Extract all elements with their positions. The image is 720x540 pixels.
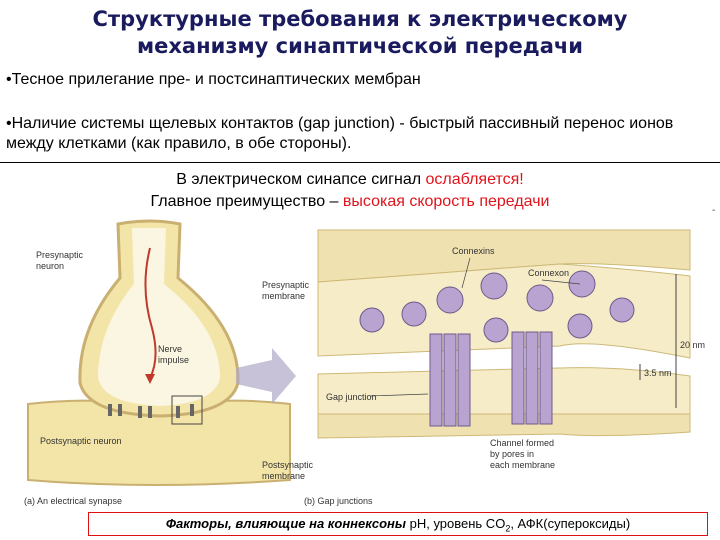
- label-presynaptic-neuron-1: Presynaptic: [36, 250, 84, 260]
- label-total-size: 20 nm: [680, 340, 705, 350]
- label-channel-3: each membrane: [490, 460, 555, 470]
- factors-label: Факторы, влияющие на коннексоны: [165, 516, 406, 531]
- factors-text-rest: , АФК(супероксиды): [510, 516, 631, 531]
- label-gap-junction: Gap junction: [326, 392, 377, 402]
- label-postsynaptic-membrane-1: Postsynaptic: [262, 460, 314, 470]
- zoom-arrow: [236, 348, 296, 404]
- factors-box: Факторы, влияющие на коннексоны pH, уров…: [88, 512, 708, 536]
- stray-mark: -: [712, 205, 716, 216]
- slide-title: Структурные требования к электрическому …: [0, 6, 720, 60]
- title-line-2: механизму синаптической передачи: [136, 34, 584, 58]
- label-connexins: Connexins: [452, 246, 495, 256]
- title-line-1: Структурные требования к электрическому: [92, 7, 628, 31]
- synapse-figure: Presynaptic neuron Nerve impulse Postsyn…: [24, 219, 705, 506]
- statement-1-text: В электрическом синапсе сигнал: [176, 171, 426, 188]
- postsynaptic-membrane: [317, 367, 691, 415]
- connexon-tops: [359, 270, 635, 343]
- leader-connexon: [541, 279, 581, 285]
- panel-b: Connexins Connexon Presynaptic membrane …: [262, 229, 705, 506]
- statement-2-highlight: высокая скорость передачи: [342, 193, 550, 210]
- label-presynaptic-membrane-2: membrane: [262, 291, 305, 301]
- factors-text: pH, уровень CO: [405, 516, 506, 531]
- statement-line-1: В электрическом синапсе сигнал ослабляет…: [0, 170, 700, 190]
- caption-panel-b: (b) Gap junctions: [304, 496, 373, 506]
- bullet-gap-junctions: •Наличие системы щелевых контактов (gap …: [6, 115, 674, 152]
- factors-subscript: 2: [505, 523, 511, 534]
- presynaptic-membrane: [317, 263, 691, 359]
- label-nerve-impulse-2: impulse: [158, 355, 189, 365]
- label-postsynaptic-membrane-2: membrane: [262, 471, 305, 481]
- statement-line-2: Главное преимущество – высокая скорость …: [0, 192, 700, 212]
- label-presynaptic-membrane-1: Presynaptic: [262, 280, 310, 290]
- label-presynaptic-neuron-2: neuron: [36, 261, 64, 271]
- nerve-impulse-arrowhead: [145, 374, 155, 384]
- divider-line: [0, 162, 720, 163]
- leader-gap-junction: [369, 393, 429, 397]
- connexon-channels: [429, 331, 553, 427]
- statement-2-text: Главное преимущество –: [150, 193, 343, 210]
- leader-connexins: [461, 257, 471, 289]
- postsynaptic-membrane-bottom: [317, 413, 691, 439]
- label-postsynaptic-neuron: Postsynaptic neuron: [40, 436, 122, 446]
- presynaptic-interior: [98, 228, 220, 406]
- nerve-impulse-arrow: [144, 247, 157, 379]
- statement-1-highlight: ослабляется!: [425, 171, 524, 188]
- bullet-membranes: •Тесное прилегание пре- и постсинаптичес…: [6, 71, 421, 88]
- label-channel-1: Channel formed: [490, 438, 554, 448]
- zoom-box: [171, 395, 203, 425]
- synapse-channels: [108, 404, 194, 418]
- label-connexon: Connexon: [528, 268, 569, 278]
- label-gap-size: 3.5 nm: [644, 368, 672, 378]
- caption-panel-a: (a) An electrical synapse: [24, 496, 122, 506]
- panel-a: Presynaptic neuron Nerve impulse Postsyn…: [24, 219, 291, 506]
- label-nerve-impulse-1: Nerve: [158, 344, 182, 354]
- label-channel-2: by pores in: [490, 449, 534, 459]
